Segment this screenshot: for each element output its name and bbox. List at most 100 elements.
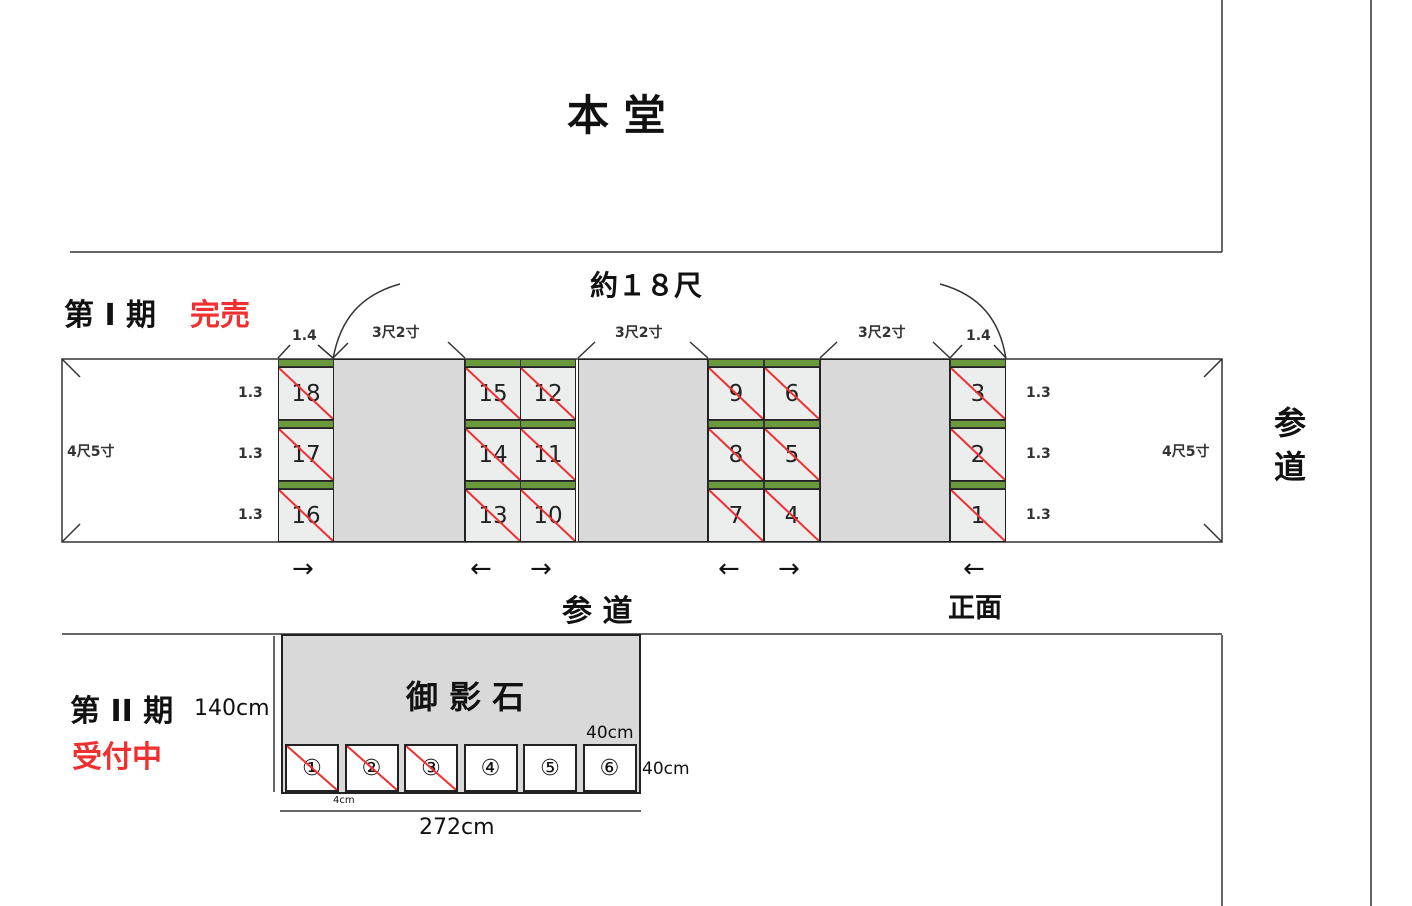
stone-plot[interactable]: ④: [463, 744, 518, 792]
plot-cell: 10: [520, 489, 576, 542]
stone-plot[interactable]: ⑤: [523, 744, 577, 792]
dim-end-left: 4尺5寸: [67, 444, 115, 460]
sold-mark: [521, 490, 575, 541]
plot[interactable]: 6: [764, 359, 820, 420]
dim-end-right: 4尺5寸: [1162, 444, 1210, 460]
stone-plot-number: ⑤: [540, 755, 560, 781]
plot-cell: 8: [708, 428, 764, 481]
plot-cell: 11: [520, 428, 576, 481]
plot[interactable]: 14: [465, 420, 521, 481]
plot-green-strip: [764, 420, 820, 428]
arrow-right-icon: →: [530, 554, 552, 584]
plot-green-strip: [708, 359, 764, 367]
dim-gap-1: 3尺2寸: [372, 325, 420, 341]
arrow-right-icon: →: [778, 554, 800, 584]
plot[interactable]: 7: [708, 481, 764, 542]
arrow-left-icon: ←: [470, 554, 492, 584]
plot[interactable]: 16: [278, 481, 334, 542]
stone-plot-number: ⑥: [599, 755, 620, 781]
plot-green-strip: [708, 420, 764, 428]
sold-mark: [951, 368, 1005, 419]
stone-plot[interactable]: ②: [344, 744, 399, 792]
plot-cell: 2: [950, 428, 1006, 481]
dim-row-l2: 1.3: [238, 446, 263, 462]
plot[interactable]: 4: [764, 481, 820, 542]
stone-plot[interactable]: ③: [404, 744, 458, 792]
stone-plot[interactable]: ⑥: [582, 744, 637, 792]
plot[interactable]: 10: [520, 481, 576, 542]
plot-cell: 9: [708, 367, 764, 420]
plot-cell: 16: [278, 489, 334, 542]
plot[interactable]: 1: [950, 481, 1006, 542]
plot-cell: 13: [465, 489, 521, 542]
sold-mark: [279, 490, 333, 541]
plot-cell: 12: [520, 367, 576, 420]
sold-mark: [466, 429, 520, 480]
plot-cell: 3: [950, 367, 1006, 420]
plot-green-strip: [465, 359, 521, 367]
stone-gap: 4cm: [333, 795, 355, 806]
sold-mark: [406, 746, 456, 790]
path-area-3: [820, 359, 950, 542]
plot-green-strip: [708, 481, 764, 489]
granite-stone: [281, 634, 641, 794]
plot[interactable]: 5: [764, 420, 820, 481]
shomen-label: 正面: [948, 593, 1002, 624]
plot-cell: 4: [764, 489, 820, 542]
plot-green-strip: [465, 481, 521, 489]
plot[interactable]: 12: [520, 359, 576, 420]
plot[interactable]: 13: [465, 481, 521, 542]
sold-mark: [709, 490, 763, 541]
dim-row-l1: 1.3: [238, 385, 263, 401]
stone-plot[interactable]: ①: [285, 744, 339, 792]
stone-width: 272cm: [419, 815, 495, 840]
stone-cell-width: 40cm: [586, 723, 634, 743]
sold-mark: [951, 429, 1005, 480]
dim-1-4-left: 1.4: [292, 328, 317, 344]
plot[interactable]: 3: [950, 359, 1006, 420]
sold-mark: [521, 429, 575, 480]
plot-green-strip: [278, 359, 334, 367]
plot-cell: 17: [278, 428, 334, 481]
plot[interactable]: 15: [465, 359, 521, 420]
sold-mark: [347, 746, 397, 790]
dim-row-l3: 1.3: [238, 507, 263, 523]
arrow-left-icon: ←: [718, 554, 740, 584]
plot[interactable]: 17: [278, 420, 334, 481]
sold-mark: [709, 429, 763, 480]
phase1-status: 完売: [190, 298, 250, 333]
plot-cell: 14: [465, 428, 521, 481]
dim-row-r1: 1.3: [1026, 385, 1051, 401]
sold-mark: [287, 746, 337, 790]
plot-green-strip: [278, 420, 334, 428]
sold-mark: [951, 490, 1005, 541]
path-area-1: [333, 359, 465, 542]
sando-side-top: 参: [1274, 404, 1307, 442]
stone-plot-number: ④: [480, 755, 501, 781]
sold-mark: [466, 368, 520, 419]
plot-cell: 15: [465, 367, 521, 420]
plot[interactable]: 9: [708, 359, 764, 420]
sold-mark: [279, 429, 333, 480]
plot-cell: 1: [950, 489, 1006, 542]
plot-green-strip: [465, 420, 521, 428]
plot[interactable]: 2: [950, 420, 1006, 481]
plot-green-strip: [520, 481, 576, 489]
sando-side-bottom: 道: [1274, 448, 1307, 486]
sold-mark: [521, 368, 575, 419]
dim-gap-3: 3尺2寸: [858, 325, 906, 341]
plot-green-strip: [950, 359, 1006, 367]
sold-mark: [709, 368, 763, 419]
path-area-2: [578, 359, 708, 542]
plot[interactable]: 11: [520, 420, 576, 481]
arrow-right-icon: →: [292, 554, 314, 584]
sold-mark: [279, 368, 333, 419]
sold-mark: [765, 368, 819, 419]
arrow-left-icon: ←: [963, 554, 985, 584]
plot-cell: 18: [278, 367, 334, 420]
plot[interactable]: 18: [278, 359, 334, 420]
approx-width-label: 約１８尺: [590, 269, 703, 302]
sold-mark: [466, 490, 520, 541]
dim-row-r2: 1.3: [1026, 446, 1051, 462]
plot[interactable]: 8: [708, 420, 764, 481]
